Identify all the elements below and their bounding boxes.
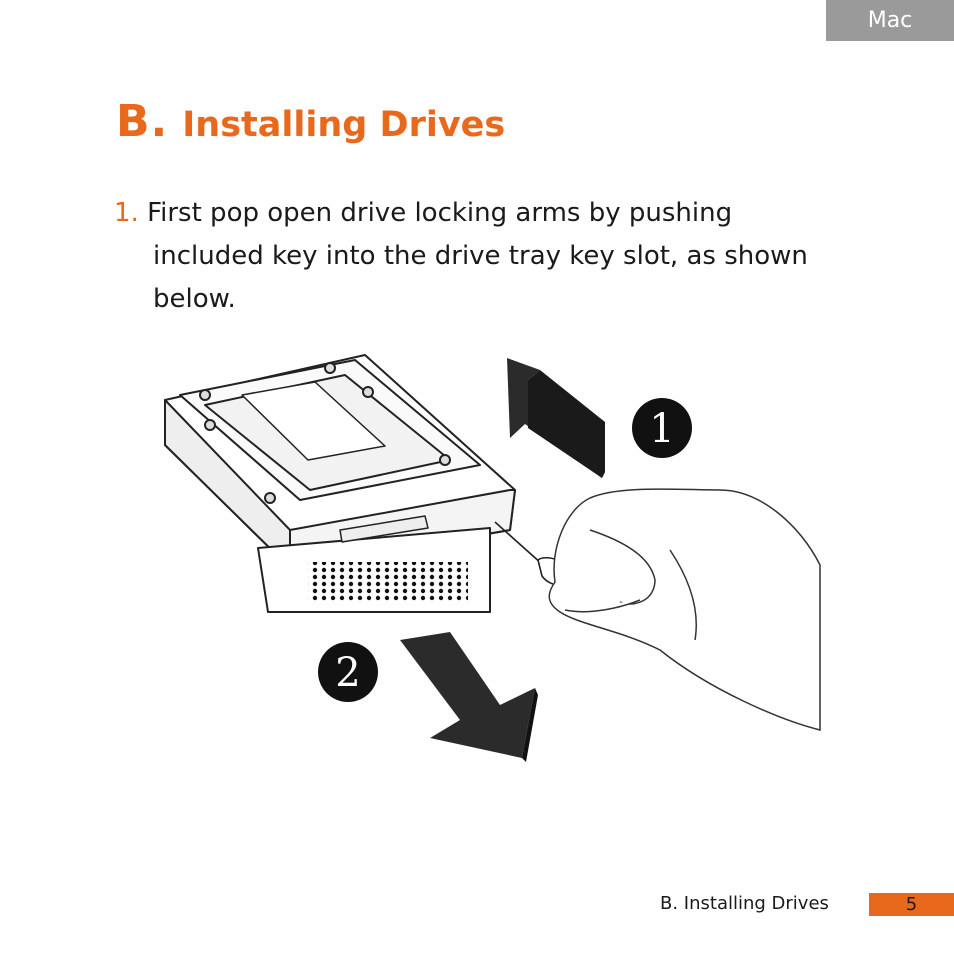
footer-section-label: B. Installing Drives <box>660 893 829 914</box>
section-title: Installing Drives <box>182 105 506 145</box>
hard-drive-icon <box>179 359 481 504</box>
step-line-1: 1. First pop open drive locking arms by … <box>114 192 854 235</box>
callout-1: 1 <box>632 398 692 458</box>
step-1: 1. First pop open drive locking arms by … <box>114 192 854 321</box>
step-number: 1. <box>114 198 139 228</box>
section-heading: B. Installing Drives <box>116 96 505 147</box>
platform-tab: Mac <box>826 0 954 41</box>
drive-tray-icon <box>164 354 516 613</box>
step-text-line-1: First pop open drive locking arms by pus… <box>147 198 733 228</box>
step-text-line-3: below. <box>153 284 236 314</box>
arrow-up-back-icon <box>507 358 605 478</box>
step-text-line-2: included key into the drive tray key slo… <box>153 241 808 271</box>
arrow-down-out-icon <box>400 632 538 762</box>
drive-removal-illustration: 1 2 <box>164 354 821 762</box>
callout-1-label: 1 <box>649 406 674 452</box>
page-number: 5 <box>869 893 954 916</box>
hand-icon <box>548 488 821 731</box>
callout-2: 2 <box>318 642 378 702</box>
section-letter: B. <box>116 96 169 147</box>
callout-2-label: 2 <box>335 650 360 696</box>
